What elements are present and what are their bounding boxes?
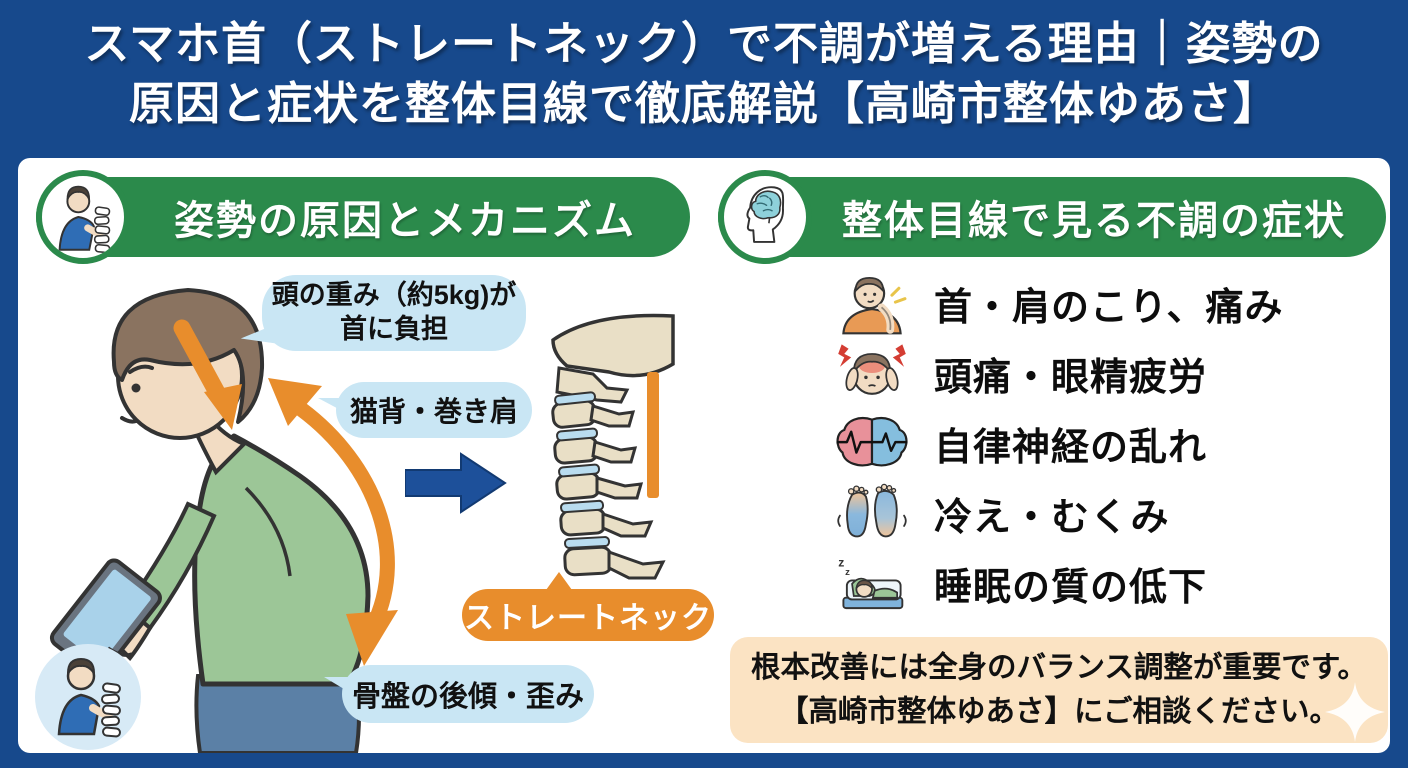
slouched-person-smartphone-illustration	[49, 288, 371, 753]
symptom-row-sleep: z z 睡眠の質の低下	[824, 548, 1384, 618]
symptom-label: 睡眠の質の低下	[934, 566, 1208, 609]
left-section-header-label: 姿勢の原因とメカニズム	[174, 199, 636, 243]
label-tail	[546, 572, 572, 590]
consultation-notice: 根本改善には全身のバランス調整が重要です。 【高崎市整体ゆあさ】にご相談ください…	[730, 637, 1388, 743]
notice-line1: 根本改善には全身のバランス調整が重要です。	[751, 650, 1367, 684]
right-arrow-icon	[405, 452, 507, 514]
straight-line-marker	[647, 372, 659, 498]
symptom-row-neck-shoulder: 首・肩のこり、痛み	[824, 268, 1384, 338]
bubble-head-weight-line2: 首に負担	[340, 314, 448, 344]
bubble-tail	[324, 677, 354, 695]
bubble-hunchback: 猫背・巻き肩	[318, 382, 532, 438]
cervical-spine-illustration	[551, 313, 675, 580]
left-section-header: 姿勢の原因とメカニズム	[36, 170, 690, 264]
neck-shoulder-pain-icon	[824, 269, 920, 337]
svg-text:z: z	[845, 567, 850, 578]
headache-eyestrain-icon	[824, 339, 920, 407]
symptom-list: 首・肩のこり、痛み 頭痛・眼精疲労	[824, 268, 1384, 618]
bubble-pelvis-tilt: 骨盤の後傾・歪み	[324, 665, 594, 723]
bubble-tail	[318, 398, 348, 414]
symptom-row-cold-swelling: 冷え・むくみ	[824, 478, 1384, 548]
therapist-spine-icon	[36, 170, 130, 264]
right-section-header-label: 整体目線で見る不調の症状	[842, 199, 1346, 243]
bubble-pelvis-label: 骨盤の後傾・歪み	[351, 681, 584, 713]
straight-neck-label: ストレートネック	[462, 572, 714, 641]
straight-neck-label-text: ストレートネック	[464, 602, 712, 635]
page-title-line1: スマホ首（ストレートネック）で不調が増える理由｜姿勢の	[84, 18, 1324, 69]
content-card: 姿勢の原因とメカニズム 整体目線で見る不調の症状	[18, 158, 1390, 753]
autonomic-nerve-icon	[824, 409, 920, 477]
bubble-head-weight-line1: 頭の重み（約5kg)が	[271, 280, 517, 311]
cold-swelling-icon	[824, 479, 920, 547]
right-section-header: 整体目線で見る不調の症状	[718, 170, 1386, 264]
sleep-quality-icon: z z	[824, 549, 920, 617]
notice-line2: 【高崎市整体ゆあさ】にご相談ください。	[779, 695, 1339, 728]
symptom-label: 首・肩のこり、痛み	[934, 286, 1284, 329]
head-load-arrow	[173, 319, 242, 430]
symptom-label: 自律神経の乱れ	[934, 426, 1208, 469]
symptom-label: 頭痛・眼精疲労	[934, 356, 1208, 399]
therapist-mini-badge-icon	[35, 644, 141, 750]
symptom-label: 冷え・むくみ	[934, 496, 1170, 539]
symptom-row-autonomic: 自律神経の乱れ	[824, 408, 1384, 478]
page-title-line2: 原因と症状を整体目線で徹底解説【高崎市整体ゆあさ】	[128, 77, 1279, 129]
symptom-row-headache: 頭痛・眼精疲労	[824, 338, 1384, 408]
svg-text:z: z	[838, 556, 844, 570]
spine-curve-arrow	[268, 378, 398, 666]
brain-head-icon	[718, 170, 812, 264]
bubble-hunchback-label: 猫背・巻き肩	[349, 396, 518, 427]
page-title: スマホ首（ストレートネック）で不調が増える理由｜姿勢の 原因と症状を整体目線で徹…	[0, 14, 1408, 134]
sparkle-icon	[1325, 682, 1385, 742]
bubble-head-weight: 頭の重み（約5kg)が 首に負担	[240, 275, 526, 351]
